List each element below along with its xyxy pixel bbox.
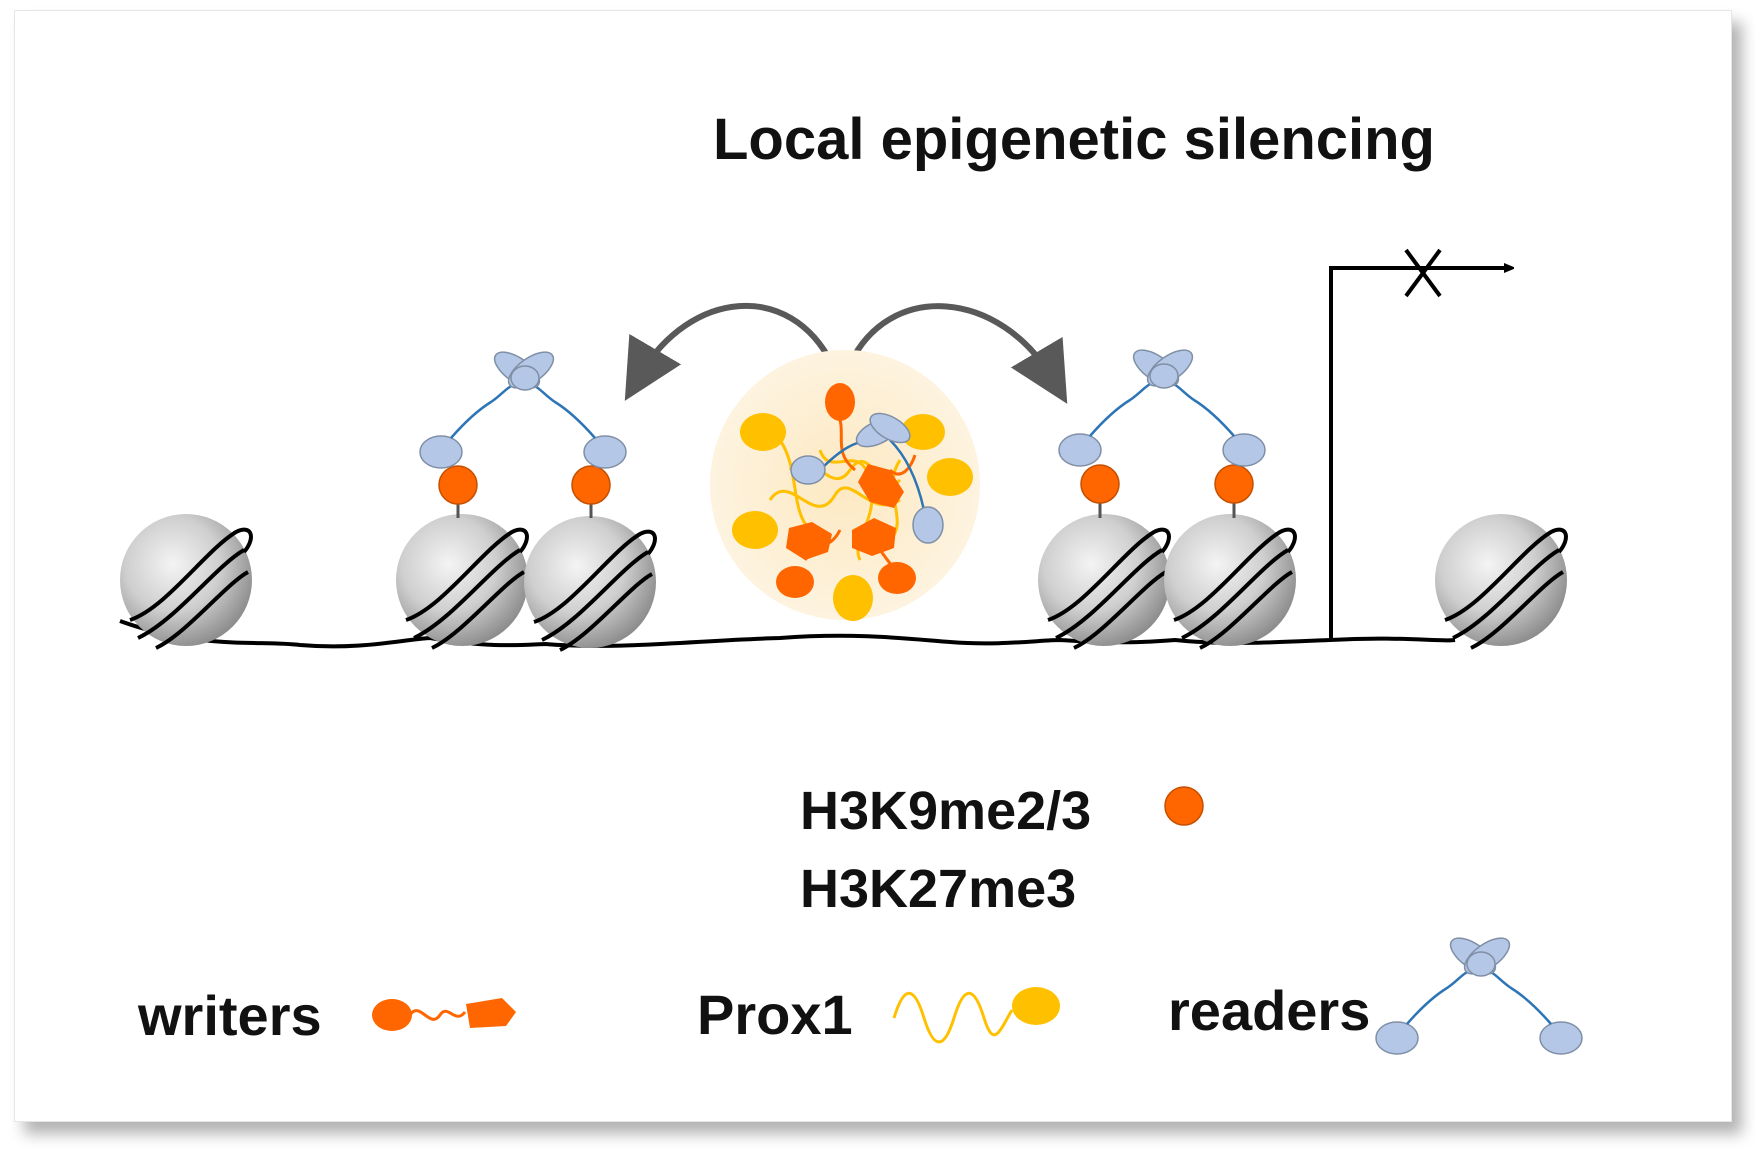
blocked-tss-icon — [1329, 248, 1510, 640]
reader-icon — [1374, 930, 1584, 1056]
reader-icon — [1057, 342, 1267, 468]
h3k9-mark-icon — [1080, 464, 1120, 504]
curved-arrow-icon — [624, 303, 835, 401]
prox1-label: Prox1 — [697, 983, 853, 1046]
writer-icon — [372, 998, 516, 1031]
h3k9-mark-icon — [1214, 464, 1254, 504]
h3k9-mark-icon — [571, 465, 611, 505]
h3k9-legend-dot-icon — [1164, 786, 1204, 826]
readers-label: readers — [1168, 979, 1370, 1042]
diagram-title: Local epigenetic silencing — [713, 107, 1435, 172]
h3k9-mark-icon — [438, 465, 478, 505]
nucleosome-icon — [394, 512, 530, 650]
curved-arrow-icon — [847, 303, 1068, 404]
nucleosome-icon — [1433, 512, 1569, 650]
histone-mark-group — [438, 464, 1254, 518]
nucleosome-icon — [1162, 512, 1298, 650]
writers-label: writers — [137, 984, 322, 1047]
prox1-condensate — [710, 350, 980, 621]
dna-strand — [119, 619, 1456, 649]
nucleosome-icon — [522, 514, 658, 652]
prox1-icon — [892, 987, 1060, 1044]
reader-icon — [418, 344, 628, 470]
nucleosome-icon — [1036, 512, 1172, 650]
h3k9-label: H3K9me2/3 — [800, 781, 1091, 841]
h3k27-label: H3K27me3 — [800, 859, 1076, 919]
